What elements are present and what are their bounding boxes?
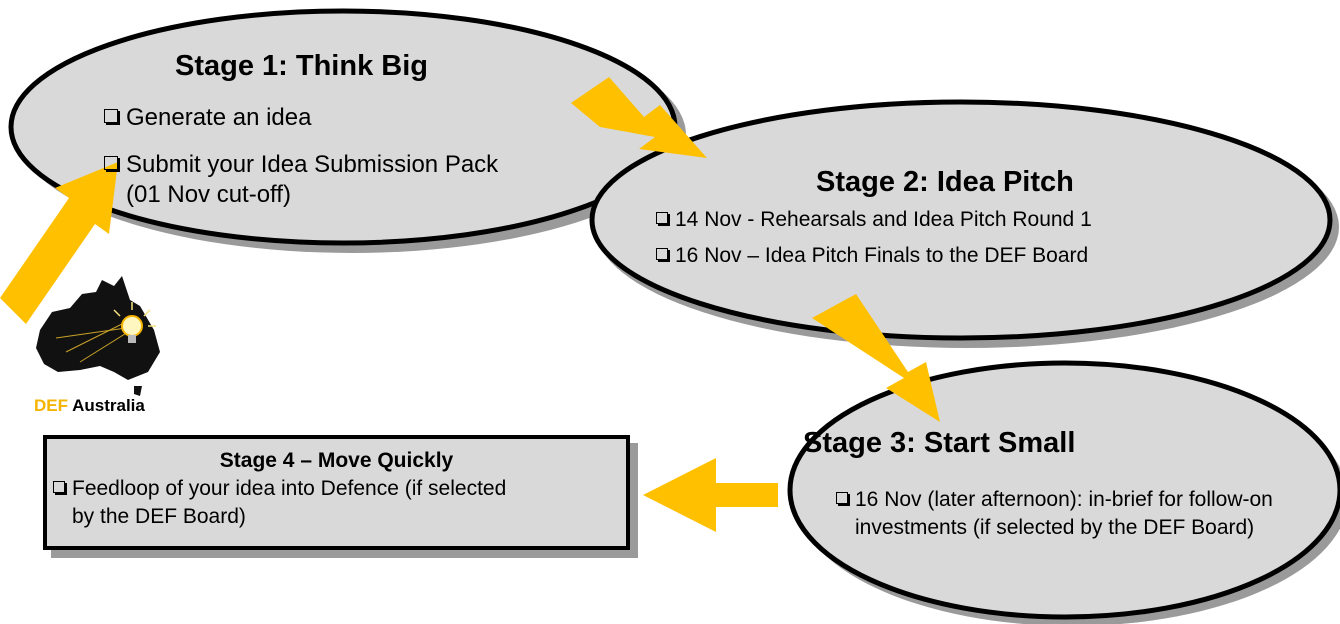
stage-2-item-2: 16 Nov – Idea Pitch Finals to the DEF Bo… (656, 242, 1296, 270)
checkbox-icon (656, 248, 668, 260)
stage-1-title: Stage 1: Think Big (175, 50, 428, 82)
arrow-to-stage-1 (0, 162, 118, 324)
stage-1-item-2: Submit your Idea Submission Pack (01 Nov… (104, 150, 534, 210)
australia-lightbulb-icon (36, 276, 160, 396)
checkbox-icon (104, 109, 118, 123)
checkbox-icon (53, 481, 65, 493)
stage-4-box: Stage 4 – Move Quickly Feedloop of your … (43, 435, 630, 550)
checkbox-icon (104, 156, 118, 170)
arrow-stage-3-to-4 (643, 458, 778, 532)
stage-2-ellipse (589, 99, 1333, 341)
stage-2-item-1: 14 Nov - Rehearsals and Idea Pitch Round… (656, 206, 1296, 234)
logo-text: DEF Australia (34, 396, 145, 416)
stage-3-ellipse (787, 360, 1340, 620)
stage-2-title: Stage 2: Idea Pitch (816, 166, 1074, 198)
stage-4-item-1: Feedloop of your idea into Defence (if s… (53, 475, 513, 531)
stage-3-title: Stage 3: Start Small (803, 427, 1076, 459)
checkbox-icon (836, 492, 848, 504)
stage-3-item-1: 16 Nov (later afternoon): in-brief for f… (836, 486, 1326, 542)
stage-4-title: Stage 4 – Move Quickly (219, 449, 454, 472)
logo-text-australia: Australia (68, 396, 145, 415)
arrow-stage-1-to-2 (571, 77, 707, 158)
checkbox-icon (656, 212, 668, 224)
stage-1-item-1: Generate an idea (104, 103, 534, 133)
arrow-stage-2-to-3 (812, 294, 940, 422)
logo-text-def: DEF (34, 396, 68, 415)
